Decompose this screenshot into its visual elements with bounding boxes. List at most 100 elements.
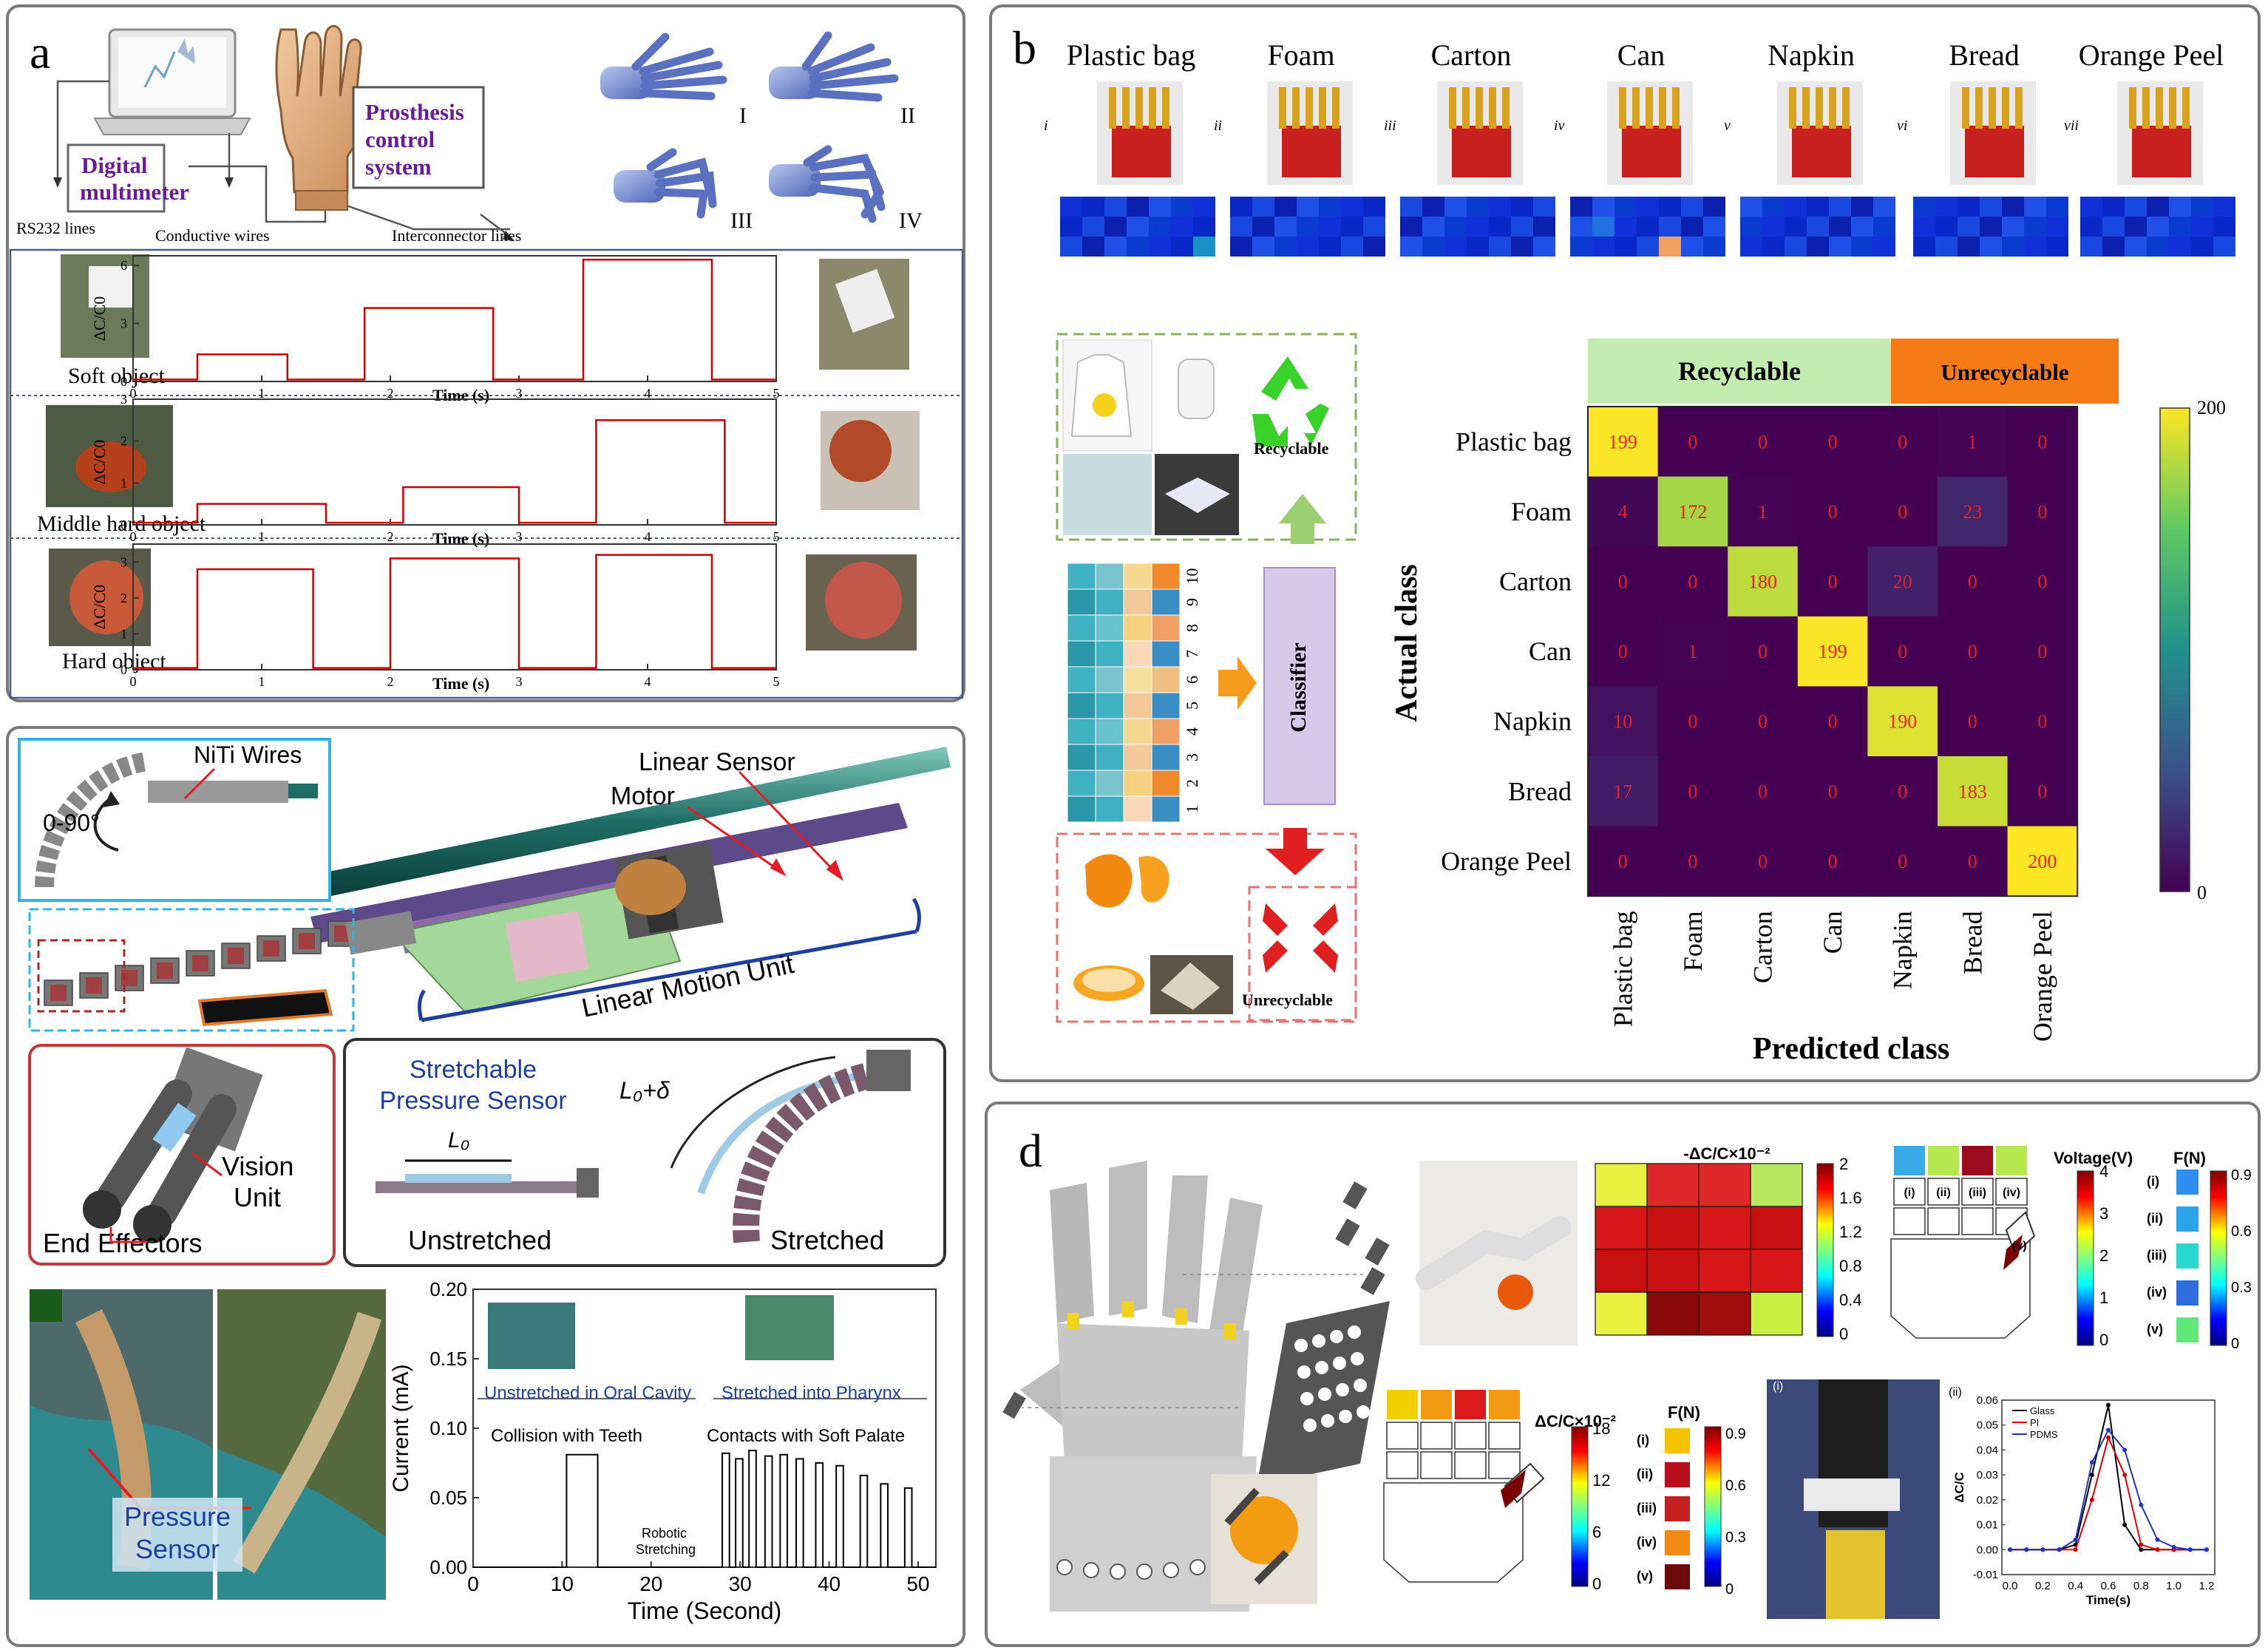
col-category-0: Plastic bag — [1608, 911, 1637, 1027]
c-xtick-label: 30 — [729, 1572, 752, 1595]
colorbar-min: 0 — [2197, 882, 2207, 903]
pharynx-label: Stretched into Pharynx — [722, 1383, 901, 1403]
a-series-line — [133, 258, 776, 381]
object-heat-cell-2 — [1467, 197, 1489, 217]
unrecyclable-small-label: Unrecyclable — [1242, 991, 1333, 1009]
a-xtick-label: 3 — [516, 674, 523, 689]
feature-cell — [1151, 692, 1181, 719]
robotic-label-1: Robotic — [642, 1526, 687, 1541]
l0d-label: L₀+δ — [619, 1077, 670, 1104]
recyclable-box — [1056, 333, 1357, 541]
force-tick-bottom: 0 — [1725, 1581, 1734, 1598]
matrix-value: 199 — [1819, 641, 1847, 662]
unrecyclable-icon — [1263, 903, 1338, 973]
pose-label-3: III — [730, 208, 753, 233]
glove-finger-6 — [2182, 87, 2190, 129]
force-swatch-top — [2176, 1169, 2199, 1195]
laptop-icon — [93, 28, 251, 135]
finger-segment — [1927, 1178, 1960, 1206]
matrix-cell — [1797, 826, 1868, 897]
matrix-cell — [1867, 756, 1938, 827]
force-swatch-top — [2176, 1280, 2199, 1306]
feature-cell — [1123, 744, 1152, 771]
continuum-segments — [44, 911, 417, 1006]
matrix-cell — [1657, 616, 1728, 687]
matrix-value: 0 — [1758, 641, 1768, 662]
wire-arrows — [53, 177, 515, 241]
object-heat-cell-5 — [2002, 237, 2024, 257]
segment-core — [157, 962, 173, 979]
object-heat-cell-6 — [2191, 217, 2213, 237]
object-heat-cell-6 — [2213, 237, 2235, 257]
object-heat-cell-4 — [1807, 217, 1829, 237]
matrix-value: 0 — [2037, 781, 2047, 802]
object-name-4: Napkin — [1768, 38, 1855, 72]
hand-in-photo — [1416, 1216, 1571, 1290]
d-point-PDMS — [2024, 1547, 2029, 1552]
d-point-PDMS — [2073, 1537, 2078, 1542]
a-xtick-label: 3 — [516, 386, 523, 401]
matrix-cell — [2007, 616, 2078, 687]
object-heat-cell-1 — [1297, 197, 1319, 217]
matrix-cell — [1867, 686, 1938, 757]
heatmap-4x4 — [1595, 1163, 1803, 1336]
glove-finger-2 — [1489, 87, 1496, 129]
heat-cell — [1595, 1249, 1648, 1293]
d-ylabel: ΔC/C — [1952, 1472, 1966, 1503]
force-label-top: (ii) — [2147, 1211, 2163, 1226]
d-point-PI — [2122, 1473, 2128, 1478]
object-heat-cell-0 — [1104, 237, 1127, 257]
d-ytick-label: 0.04 — [1977, 1444, 1998, 1456]
matrix-value: 0 — [1828, 501, 1838, 523]
pose-label-4: IV — [899, 208, 923, 233]
object-heat-cell-1 — [1274, 217, 1297, 237]
matrix-cell — [1938, 546, 2009, 617]
matrix-value: 0 — [1688, 571, 1697, 593]
d-point-PDMS — [2171, 1544, 2176, 1549]
fn-label-bottom: F(N) — [1668, 1403, 1700, 1422]
cb1-tick: 0.4 — [1839, 1291, 1862, 1309]
a-xtick-label: 2 — [387, 674, 394, 689]
object-heat-cell-4 — [1807, 197, 1829, 217]
glove-finger-6 — [2156, 87, 2163, 129]
a-ylabel: ΔC/C0 — [90, 440, 109, 485]
matrix-cell — [1657, 686, 1728, 757]
matrix-value: 20 — [1893, 571, 1912, 593]
volt-tick: 2 — [2099, 1246, 2108, 1265]
feature-cell — [1067, 795, 1096, 823]
matrix-cell — [2007, 476, 2078, 547]
object-heat-cell-1 — [1319, 237, 1341, 257]
segment-core — [50, 985, 67, 1001]
d-ytick-label: -0.01 — [1973, 1569, 1998, 1581]
d-xtick-label: 0.0 — [2003, 1580, 2018, 1592]
pressure-sensor-bg — [112, 1498, 242, 1572]
row-category-6: Orange Peel — [1441, 846, 1572, 876]
object-heat-cell-4 — [1762, 237, 1785, 257]
glove-finger-3 — [1632, 87, 1640, 129]
sensor-tiles — [1000, 1179, 1392, 1422]
object-heat-cell-6 — [2102, 217, 2125, 237]
object-heat-cell-4 — [1829, 217, 1851, 237]
fingertip-fill — [1894, 1146, 1925, 1175]
heat-cell — [1750, 1206, 1803, 1250]
matrix-cell — [1938, 826, 2009, 897]
matrix-cell — [1938, 476, 2009, 547]
hand-outline-bottom — [1383, 1390, 1524, 1583]
row-category-1: Foam — [1511, 497, 1572, 526]
segment-core — [192, 955, 208, 971]
force-swatch-top — [2176, 1206, 2199, 1232]
a-xtick-label: 5 — [773, 386, 780, 401]
force-label-top: (iv) — [2147, 1285, 2167, 1300]
matrix-cell — [1657, 476, 1728, 547]
glove-finger-1 — [1292, 87, 1300, 129]
force-colorbar-top — [2210, 1170, 2227, 1346]
a-ytick-label: 0 — [120, 517, 127, 532]
object-heat-cell-2 — [1511, 237, 1533, 257]
glove-finger-2 — [1449, 87, 1456, 129]
object-heat-cell-3 — [1703, 217, 1725, 237]
force-label-bottom: (iv) — [1637, 1535, 1657, 1549]
unstretched-render — [376, 1168, 599, 1198]
